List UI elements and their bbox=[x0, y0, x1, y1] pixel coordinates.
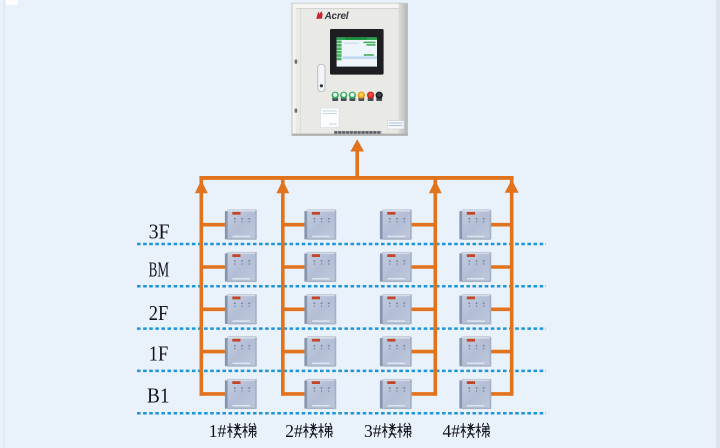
svg-text:BM: BM bbox=[149, 257, 170, 281]
svg-text:2F: 2F bbox=[149, 301, 169, 325]
svg-text:3F: 3F bbox=[149, 219, 170, 243]
svg-text:4#: 4# bbox=[443, 421, 461, 441]
svg-text:Acrel: Acrel bbox=[324, 11, 349, 22]
svg-text:1F: 1F bbox=[149, 341, 169, 365]
svg-text:1#: 1# bbox=[209, 421, 227, 441]
svg-text:3#: 3# bbox=[364, 421, 382, 441]
svg-text:2#: 2# bbox=[285, 421, 303, 441]
svg-text:B1: B1 bbox=[147, 383, 170, 407]
